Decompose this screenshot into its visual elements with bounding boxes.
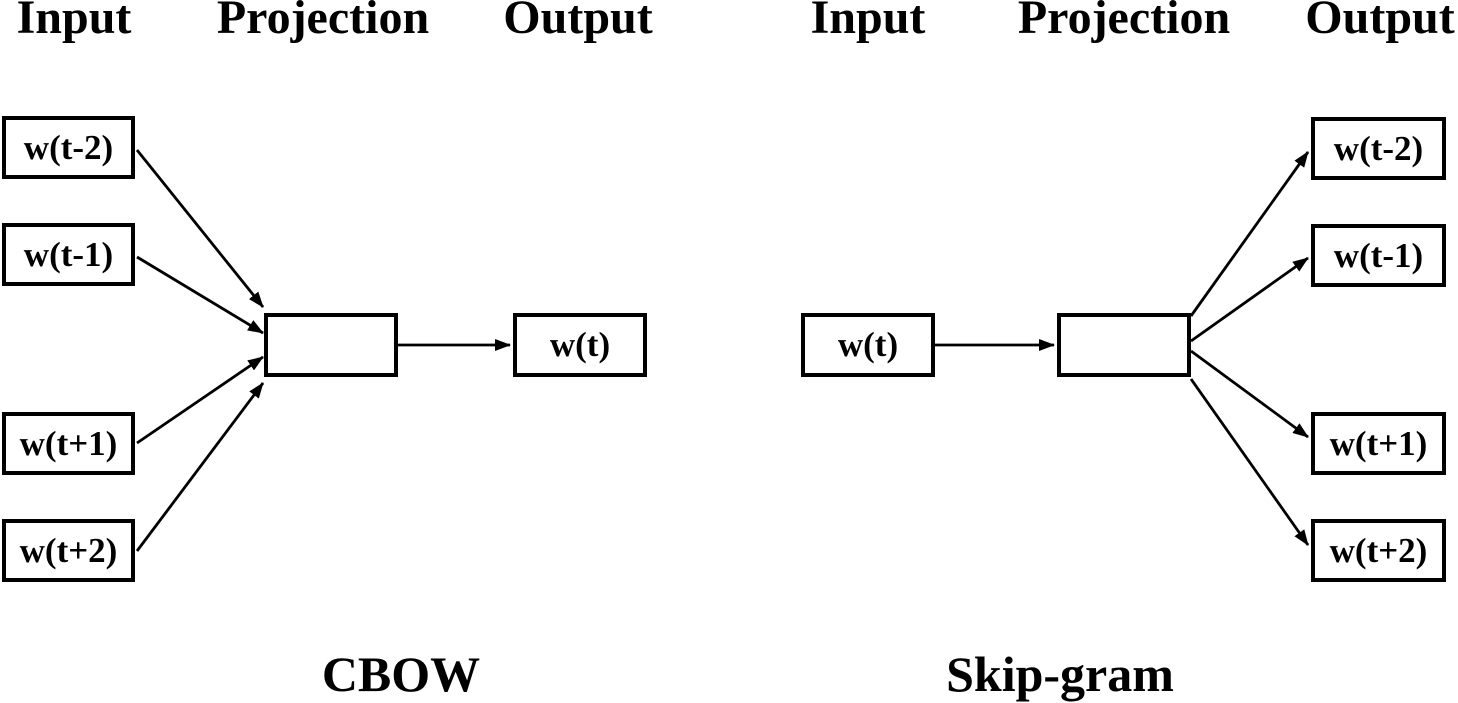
skipgram-output-box-wt-minus2: w(t-2) (1311, 117, 1446, 180)
cbow-projection-box (264, 313, 398, 377)
skipgram-caption: Skip-gram (946, 646, 1174, 702)
cbow-caption: CBOW (321, 646, 481, 702)
skipgram-arrow-projection-to-wt-minus2 (1189, 151, 1310, 317)
skipgram-header-input: Input (810, 0, 926, 44)
cbow-arrow-wt-minus2-to-projection (135, 149, 265, 308)
cbow-output-box-wt: w(t) (513, 313, 647, 377)
skipgram-projection-box (1057, 313, 1191, 377)
cbow-arrow-wt-plus1-to-projection (136, 355, 264, 445)
skipgram-header-output: Output (1305, 0, 1455, 44)
cbow-input-box-wt-plus1: w(t+1) (2, 412, 135, 475)
cbow-header-input: Input (16, 0, 132, 44)
cbow-arrow-wt-minus1-to-projection (136, 255, 264, 335)
cbow-header-output: Output (503, 0, 653, 44)
skipgram-input-box-wt: w(t) (801, 313, 935, 377)
cbow-input-box-wt-plus2: w(t+2) (2, 519, 135, 582)
skipgram-output-box-wt-plus1: w(t+1) (1311, 412, 1446, 475)
skipgram-output-box-wt-minus1: w(t-1) (1311, 224, 1446, 287)
skipgram-arrow-projection-to-wt-plus1 (1190, 349, 1309, 439)
skipgram-arrow-projection-to-wt-plus2 (1189, 378, 1310, 546)
cbow-input-box-wt-minus1: w(t-1) (2, 223, 135, 286)
cbow-header-projection: Projection (216, 0, 430, 44)
cbow-input-box-wt-minus2: w(t-2) (2, 116, 135, 179)
cbow-arrow-wt-plus2-to-projection (135, 382, 265, 552)
skipgram-header-projection: Projection (1017, 0, 1231, 44)
skipgram-arrow-projection-to-wt-minus1 (1190, 256, 1309, 343)
skipgram-output-box-wt-plus2: w(t+2) (1311, 519, 1446, 582)
